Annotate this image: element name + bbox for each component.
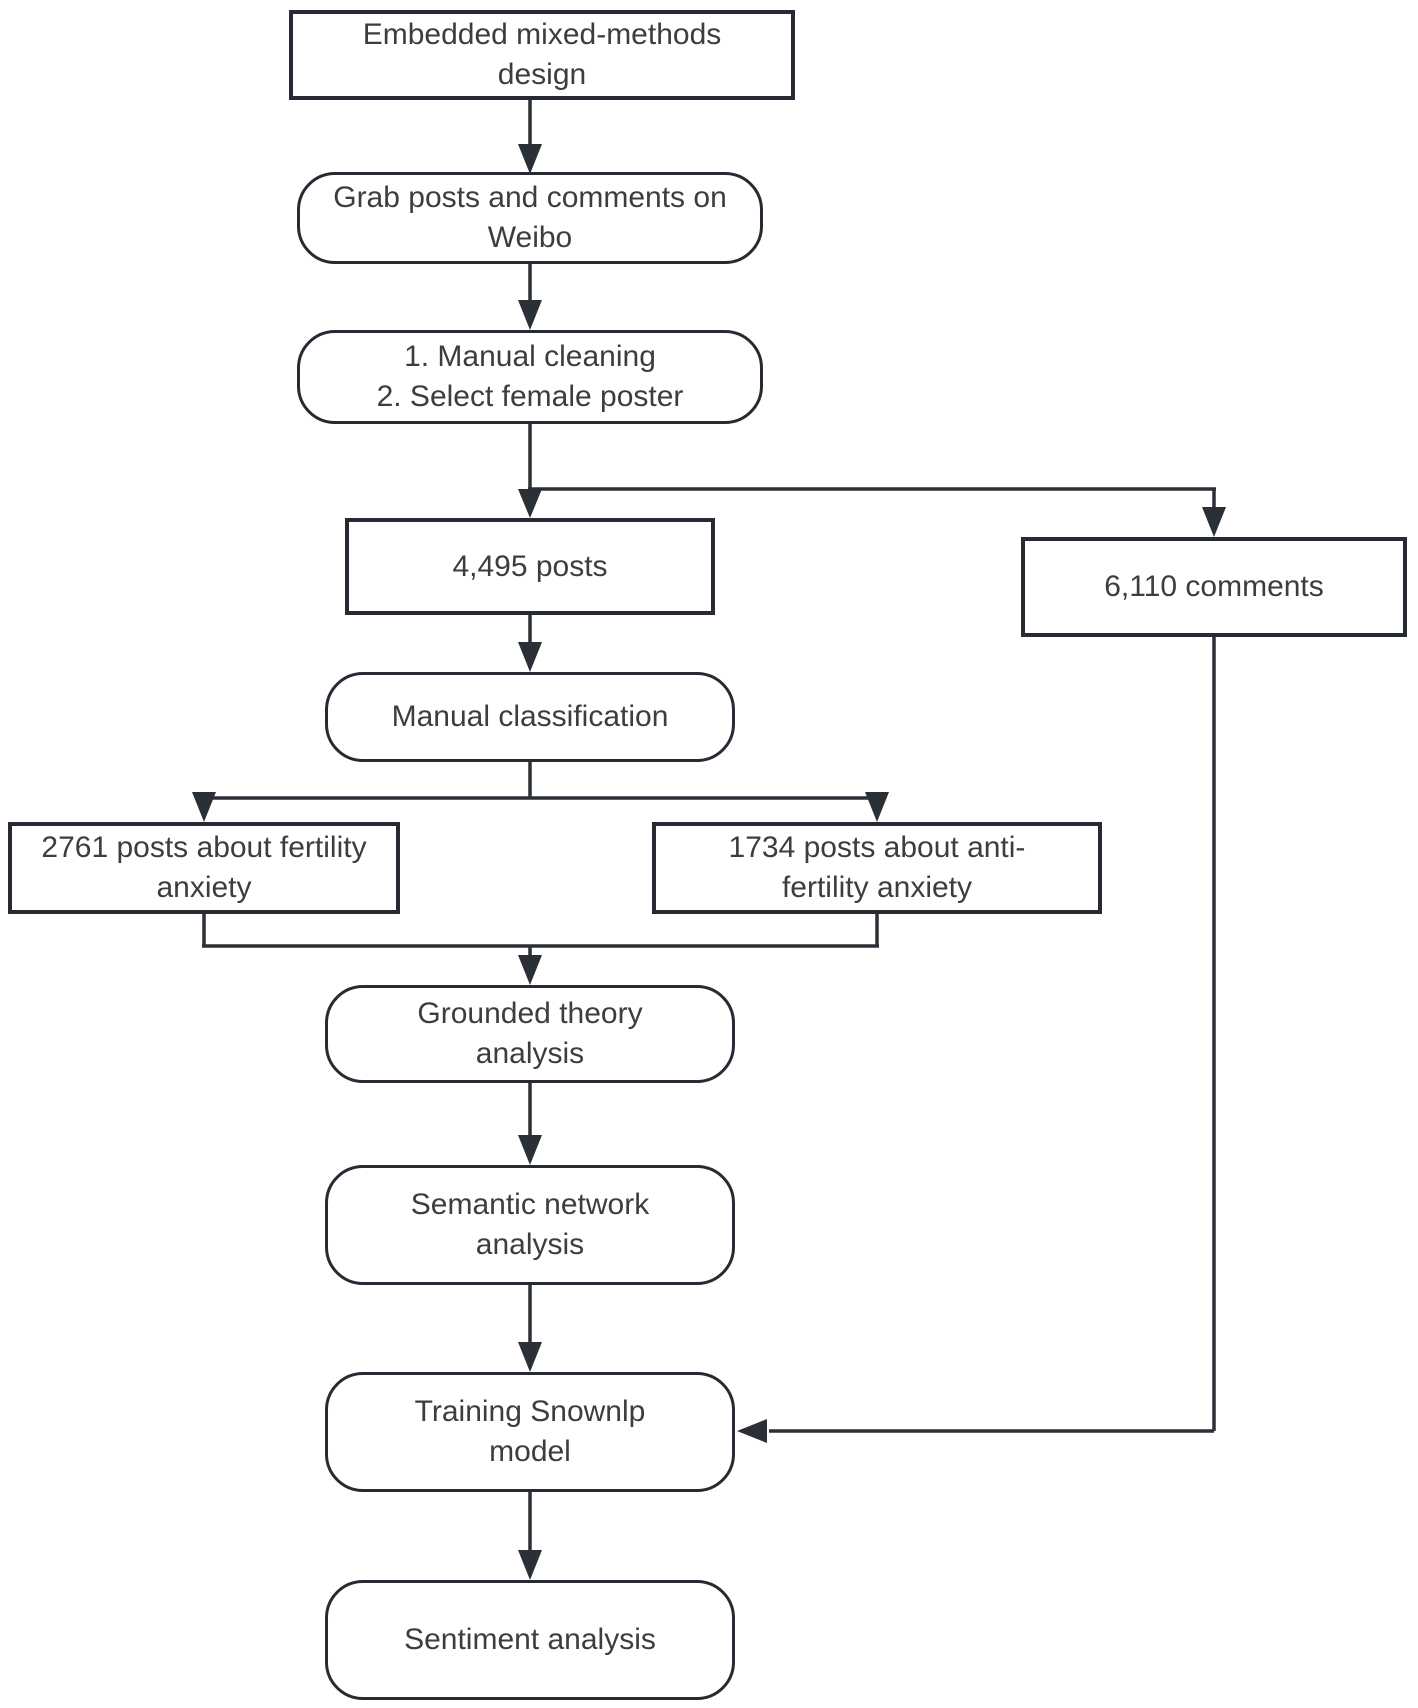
arrow-semantic-to-snownlp-head xyxy=(518,1342,542,1372)
node-grounded-theory-analysis: Grounded theory analysis xyxy=(325,985,735,1083)
node-training-snownlp-model: Training Snownlp model xyxy=(325,1372,735,1492)
arrow-comments-to-snownlp-head xyxy=(737,1419,767,1443)
arrow-classification-to-antifertility-head xyxy=(865,792,889,822)
node-sentiment-analysis: Sentiment analysis xyxy=(325,1580,735,1700)
node-semantic-network-analysis: Semantic network analysis xyxy=(325,1165,735,1285)
arrow-cleaning-to-comments-head xyxy=(1202,507,1226,537)
node-grab-posts-and-comments: Grab posts and comments on Weibo xyxy=(297,172,763,264)
node-manual-cleaning-select-female-poster: 1. Manual cleaning 2. Select female post… xyxy=(297,330,763,424)
node-manual-classification: Manual classification xyxy=(325,672,735,762)
arrow-grounded-to-semantic-head xyxy=(518,1135,542,1165)
node-embedded-mixed-methods-design: Embedded mixed-methods design xyxy=(289,10,795,100)
arrow-grab-to-cleaning-head xyxy=(518,300,542,330)
node-6110-comments: 6,110 comments xyxy=(1021,537,1407,637)
node-2761-posts-fertility-anxiety: 2761 posts about fertility anxiety xyxy=(8,822,400,914)
node-4495-posts: 4,495 posts xyxy=(345,518,715,615)
arrow-snownlp-to-sentiment-head xyxy=(518,1550,542,1580)
arrow-cleaning-to-posts-head xyxy=(518,489,542,518)
arrow-classification-to-fertility-head xyxy=(192,792,216,822)
arrow-merge-to-grounded-head xyxy=(518,955,542,985)
node-1734-posts-anti-fertility-anxiety: 1734 posts about anti- fertility anxiety xyxy=(652,822,1102,914)
arrow-posts-to-classification-head xyxy=(518,642,542,672)
arrow-design-to-grab-head xyxy=(518,144,542,174)
